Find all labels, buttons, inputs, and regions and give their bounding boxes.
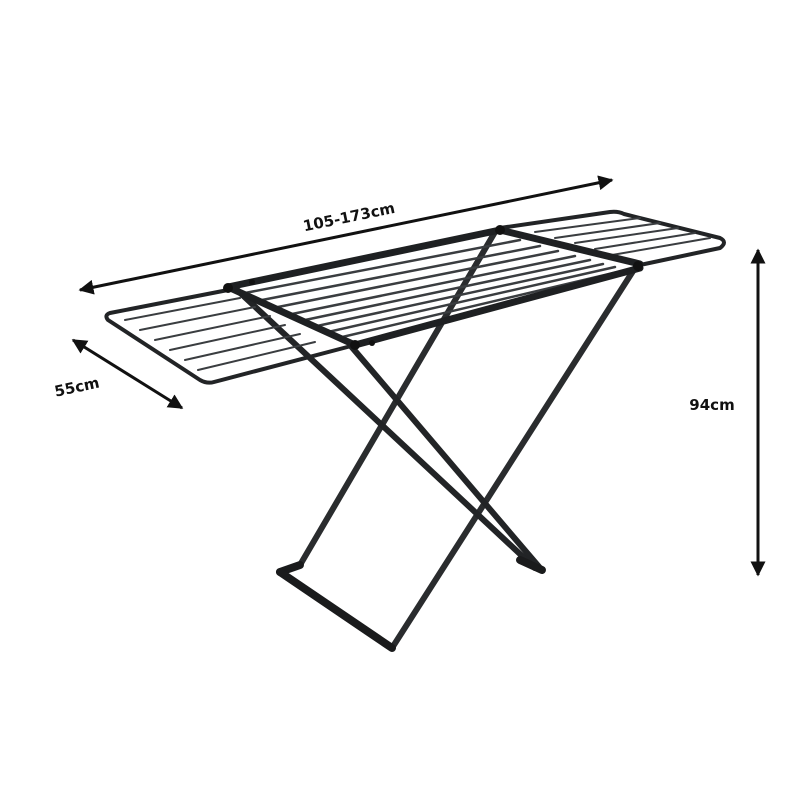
width-arrow <box>71 338 184 410</box>
front-leg-frame <box>232 285 543 571</box>
length-arrow <box>78 175 614 295</box>
wing-frames <box>104 209 726 385</box>
height-label: 94cm <box>689 396 734 414</box>
width-label: 55cm <box>53 374 101 401</box>
foot-bars <box>276 556 546 652</box>
drying-rack-illustration <box>104 209 726 652</box>
right-wing-wires <box>534 217 711 256</box>
frame-joints <box>223 225 643 350</box>
main-rack-frame <box>224 226 644 349</box>
left-wing-wires <box>124 297 316 371</box>
length-label: 105-173cm <box>301 199 396 235</box>
